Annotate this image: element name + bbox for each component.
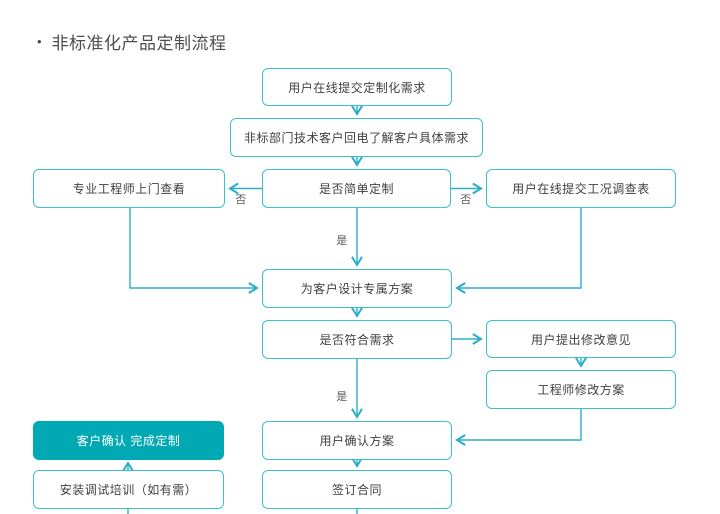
flow-node-design-plan: 为客户设计专属方案	[262, 269, 452, 308]
flow-node-submit-requirement: 用户在线提交定制化需求	[262, 68, 452, 106]
flow-node-engineer-visit: 专业工程师上门查看	[33, 169, 225, 208]
flow-node-meets-requirement: 是否符合需求	[262, 320, 452, 359]
page-title-row: • 非标准化产品定制流程	[37, 29, 227, 54]
flow-node-custom-complete: 客户确认 完成定制	[33, 421, 224, 460]
flow-node-engineer-revise: 工程师修改方案	[486, 370, 676, 409]
flow-node-sign-contract: 签订合同	[262, 470, 452, 509]
flow-node-submit-survey: 用户在线提交工况调查表	[486, 169, 676, 208]
page-title: 非标准化产品定制流程	[51, 34, 227, 53]
flow-node-user-confirm: 用户确认方案	[262, 421, 452, 460]
flow-node-is-simple-custom: 是否简单定制	[262, 169, 451, 208]
edge-label-yes-to-confirm: 是	[336, 391, 348, 403]
flow-node-user-feedback: 用户提出修改意见	[486, 320, 676, 358]
edge-label-yes-to-design: 是	[336, 235, 348, 247]
edge-label-no-right: 否	[460, 194, 472, 206]
flow-node-tech-callback: 非标部门技术客户回电了解客户具体需求	[230, 118, 483, 157]
edge-label-no-left: 否	[235, 194, 247, 206]
connector-survey-to-design	[455, 208, 582, 294]
connector-revise-to-confirm	[455, 409, 582, 446]
flow-node-install-training: 安装调试培训（如有需）	[33, 470, 224, 509]
connector-visit-to-design	[129, 208, 259, 294]
title-bullet: •	[37, 34, 42, 49]
